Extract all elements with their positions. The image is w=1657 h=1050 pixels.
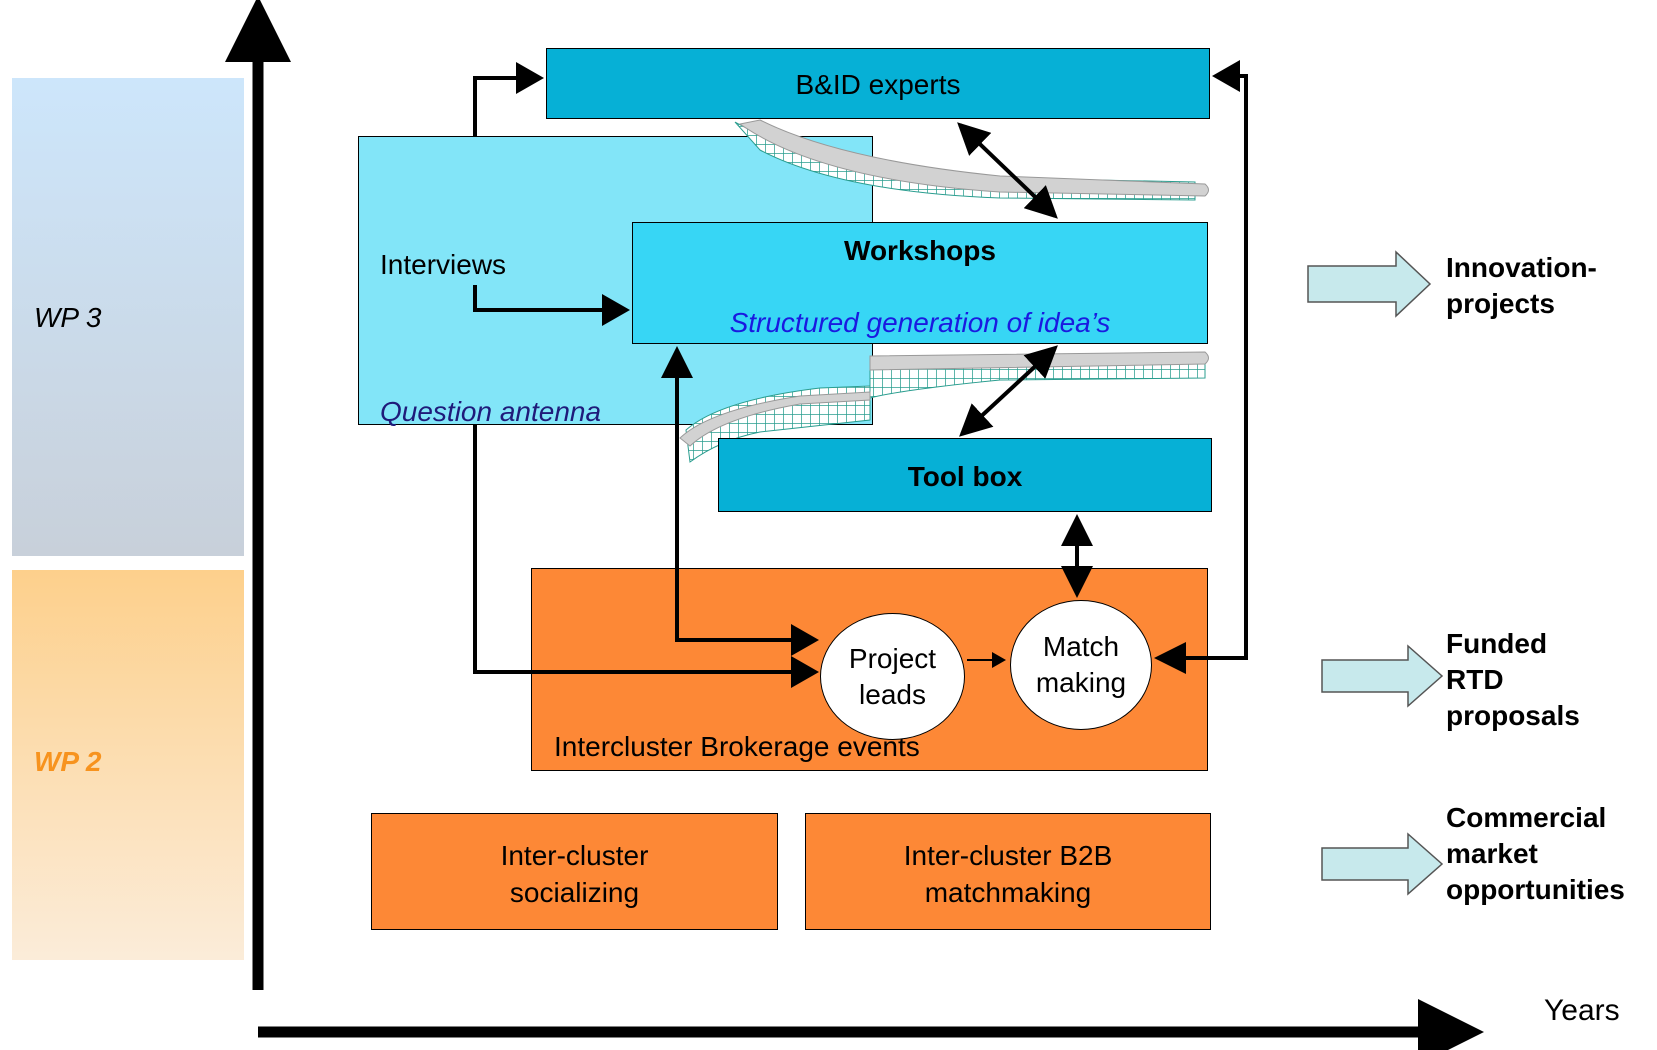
- arrow-interviews-to-workshops: [473, 285, 630, 326]
- wp2-band: [12, 570, 244, 960]
- match-making-line-2: making: [1035, 667, 1127, 698]
- output-arrow-funded: [1321, 644, 1444, 708]
- bid-experts-label: B&ID experts: [795, 69, 961, 100]
- tool-box-label: Tool box: [907, 461, 1023, 492]
- wp3-label: WP 3: [34, 302, 102, 333]
- output-funded-line-2: RTD: [1446, 664, 1504, 695]
- output-innovation-line-1: Innovation-: [1446, 252, 1597, 283]
- brokerage-caption: Intercluster Brokerage events: [554, 731, 920, 762]
- arrow-qa-to-project-leads: [473, 425, 819, 688]
- output-commercial-line-1: Commercial: [1446, 802, 1607, 833]
- project-leads-line-2: leads: [859, 678, 926, 710]
- socializing-line-2: socializing: [509, 877, 640, 908]
- output-arrow-commercial: [1321, 832, 1444, 896]
- arrow-workshops-toolbox: [959, 345, 1058, 437]
- match-making-node: Match making: [1010, 600, 1152, 730]
- project-leads-node: Project leads: [820, 613, 965, 740]
- project-leads-line-1: Project: [848, 642, 937, 674]
- socializing-box: [371, 813, 778, 930]
- output-commercial-line-3: opportunities: [1446, 874, 1625, 905]
- bid-experts-box: [546, 48, 1210, 119]
- workshops-title: Workshops: [844, 235, 996, 266]
- arrow-workshops-project-leads: [661, 346, 819, 656]
- output-arrow-innovation: [1307, 250, 1432, 318]
- workshops-subtitle: Structured generation of idea’s: [729, 307, 1111, 338]
- output-innovation: Innovation- projects: [1446, 250, 1597, 322]
- output-funded-line-3: proposals: [1446, 700, 1580, 731]
- wp3-band: [12, 78, 244, 556]
- match-making-line-1: Match: [1042, 631, 1120, 662]
- b2b-line-2: matchmaking: [924, 877, 1092, 908]
- b2b-line-1: Inter-cluster B2B: [903, 840, 1113, 871]
- arrow-qa-to-bid: [473, 62, 544, 136]
- output-innovation-line-2: projects: [1446, 288, 1555, 319]
- arrow-bid-workshops: [957, 122, 1058, 219]
- output-funded-line-1: Funded: [1446, 628, 1548, 659]
- b2b-box: [805, 813, 1211, 930]
- output-commercial: Commercial market opportunities: [1446, 800, 1625, 908]
- socializing-line-1: Inter-cluster: [500, 840, 649, 871]
- wp2-label: WP 2: [34, 746, 102, 777]
- arrow-matching-to-bid: [1154, 60, 1248, 674]
- output-commercial-line-2: market: [1446, 838, 1538, 869]
- workshops-box: [632, 222, 1208, 344]
- interviews-label: Interviews: [380, 249, 507, 280]
- output-funded: Funded RTD proposals: [1446, 626, 1580, 734]
- x-axis-label: Years: [1544, 994, 1620, 1027]
- question-antenna-label: Question antenna: [380, 396, 602, 427]
